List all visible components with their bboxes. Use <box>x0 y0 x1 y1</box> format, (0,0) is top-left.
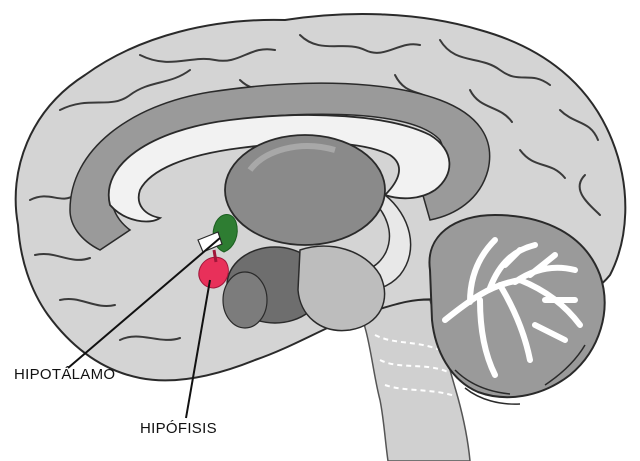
cerebellum-folia <box>454 344 586 405</box>
hypothalamus-label: HIPOTÁLAMO <box>14 366 116 383</box>
optic-chiasm <box>197 231 223 253</box>
pituitary-gland <box>198 256 229 289</box>
pituitary-leader-line <box>185 279 211 419</box>
gyri-lines <box>29 34 601 341</box>
corpus-callosum <box>107 114 451 223</box>
pons <box>297 245 386 332</box>
thalamus-highlight <box>247 143 336 172</box>
thalamus <box>224 134 386 246</box>
brainstem-fibers <box>374 334 456 397</box>
hypothalamus-leader-line <box>67 237 221 369</box>
pituitary-label: HIPÓFISIS <box>140 420 217 437</box>
arbor-vitae <box>442 237 583 378</box>
pituitary-stalk <box>212 249 218 263</box>
cerebellum <box>428 213 606 399</box>
mammillary-body <box>222 271 268 329</box>
